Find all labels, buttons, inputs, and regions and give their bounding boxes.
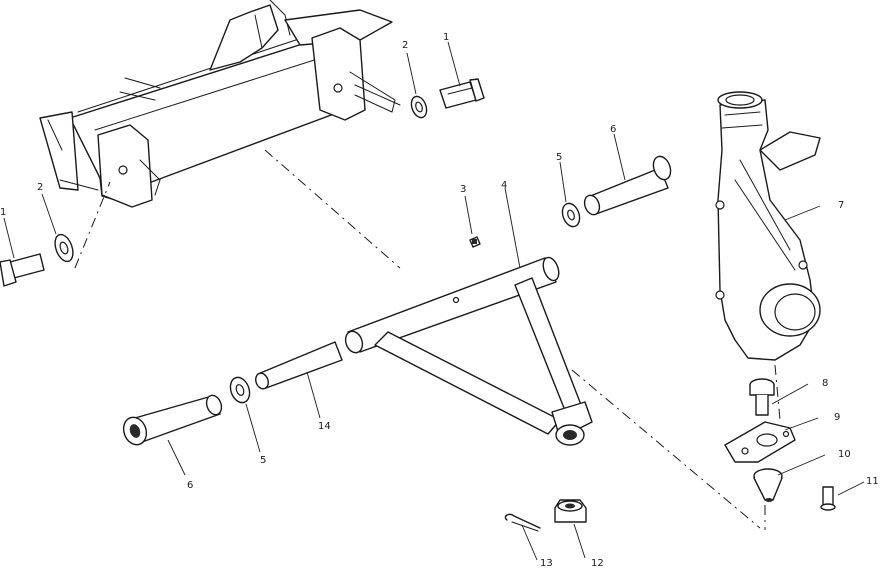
cone-10 <box>753 468 783 502</box>
washer-top <box>410 95 428 119</box>
callout-1-left: 1 <box>0 207 6 218</box>
callout-14: 14 <box>318 421 331 432</box>
callout-10: 10 <box>838 449 851 460</box>
leader-lines <box>3 41 865 561</box>
pin-11 <box>820 486 836 511</box>
callout-4: 4 <box>501 180 507 191</box>
cotter-pin <box>504 513 541 532</box>
washer-5-top <box>561 202 581 228</box>
callout-8: 8 <box>822 378 828 389</box>
washer-left <box>54 233 74 263</box>
callout-2-top: 2 <box>402 40 408 51</box>
callout-5-top: 5 <box>556 152 562 163</box>
bushing-6-bottom <box>122 394 223 446</box>
callout-6-top: 6 <box>610 124 616 135</box>
plate-9 <box>724 421 796 463</box>
spindle <box>715 91 821 361</box>
bolt-top <box>439 78 485 109</box>
callout-7: 7 <box>838 200 844 211</box>
sleeve-14 <box>255 341 343 390</box>
bushing-6-top <box>583 155 672 216</box>
callout-5-bottom: 5 <box>260 455 266 466</box>
castle-nut <box>554 499 587 523</box>
a-arm <box>344 256 593 446</box>
grease-fitting <box>469 236 481 248</box>
callout-12: 12 <box>591 558 604 568</box>
bolt-8 <box>749 378 775 416</box>
callout-labels: 1 2 2 1 3 4 5 6 7 8 9 10 11 12 13 14 5 6 <box>0 32 879 568</box>
callout-11: 11 <box>866 476 879 487</box>
callout-13: 13 <box>540 558 553 568</box>
callout-9: 9 <box>834 412 840 423</box>
callout-2-left: 2 <box>37 182 43 193</box>
bolt-left <box>0 253 45 287</box>
alignment-lines <box>74 149 781 530</box>
callout-3: 3 <box>460 184 466 195</box>
frame-crossmember <box>39 0 401 208</box>
callout-6-bottom: 6 <box>187 480 193 491</box>
callout-1-top: 1 <box>443 32 449 43</box>
washer-5-bottom <box>229 376 251 404</box>
